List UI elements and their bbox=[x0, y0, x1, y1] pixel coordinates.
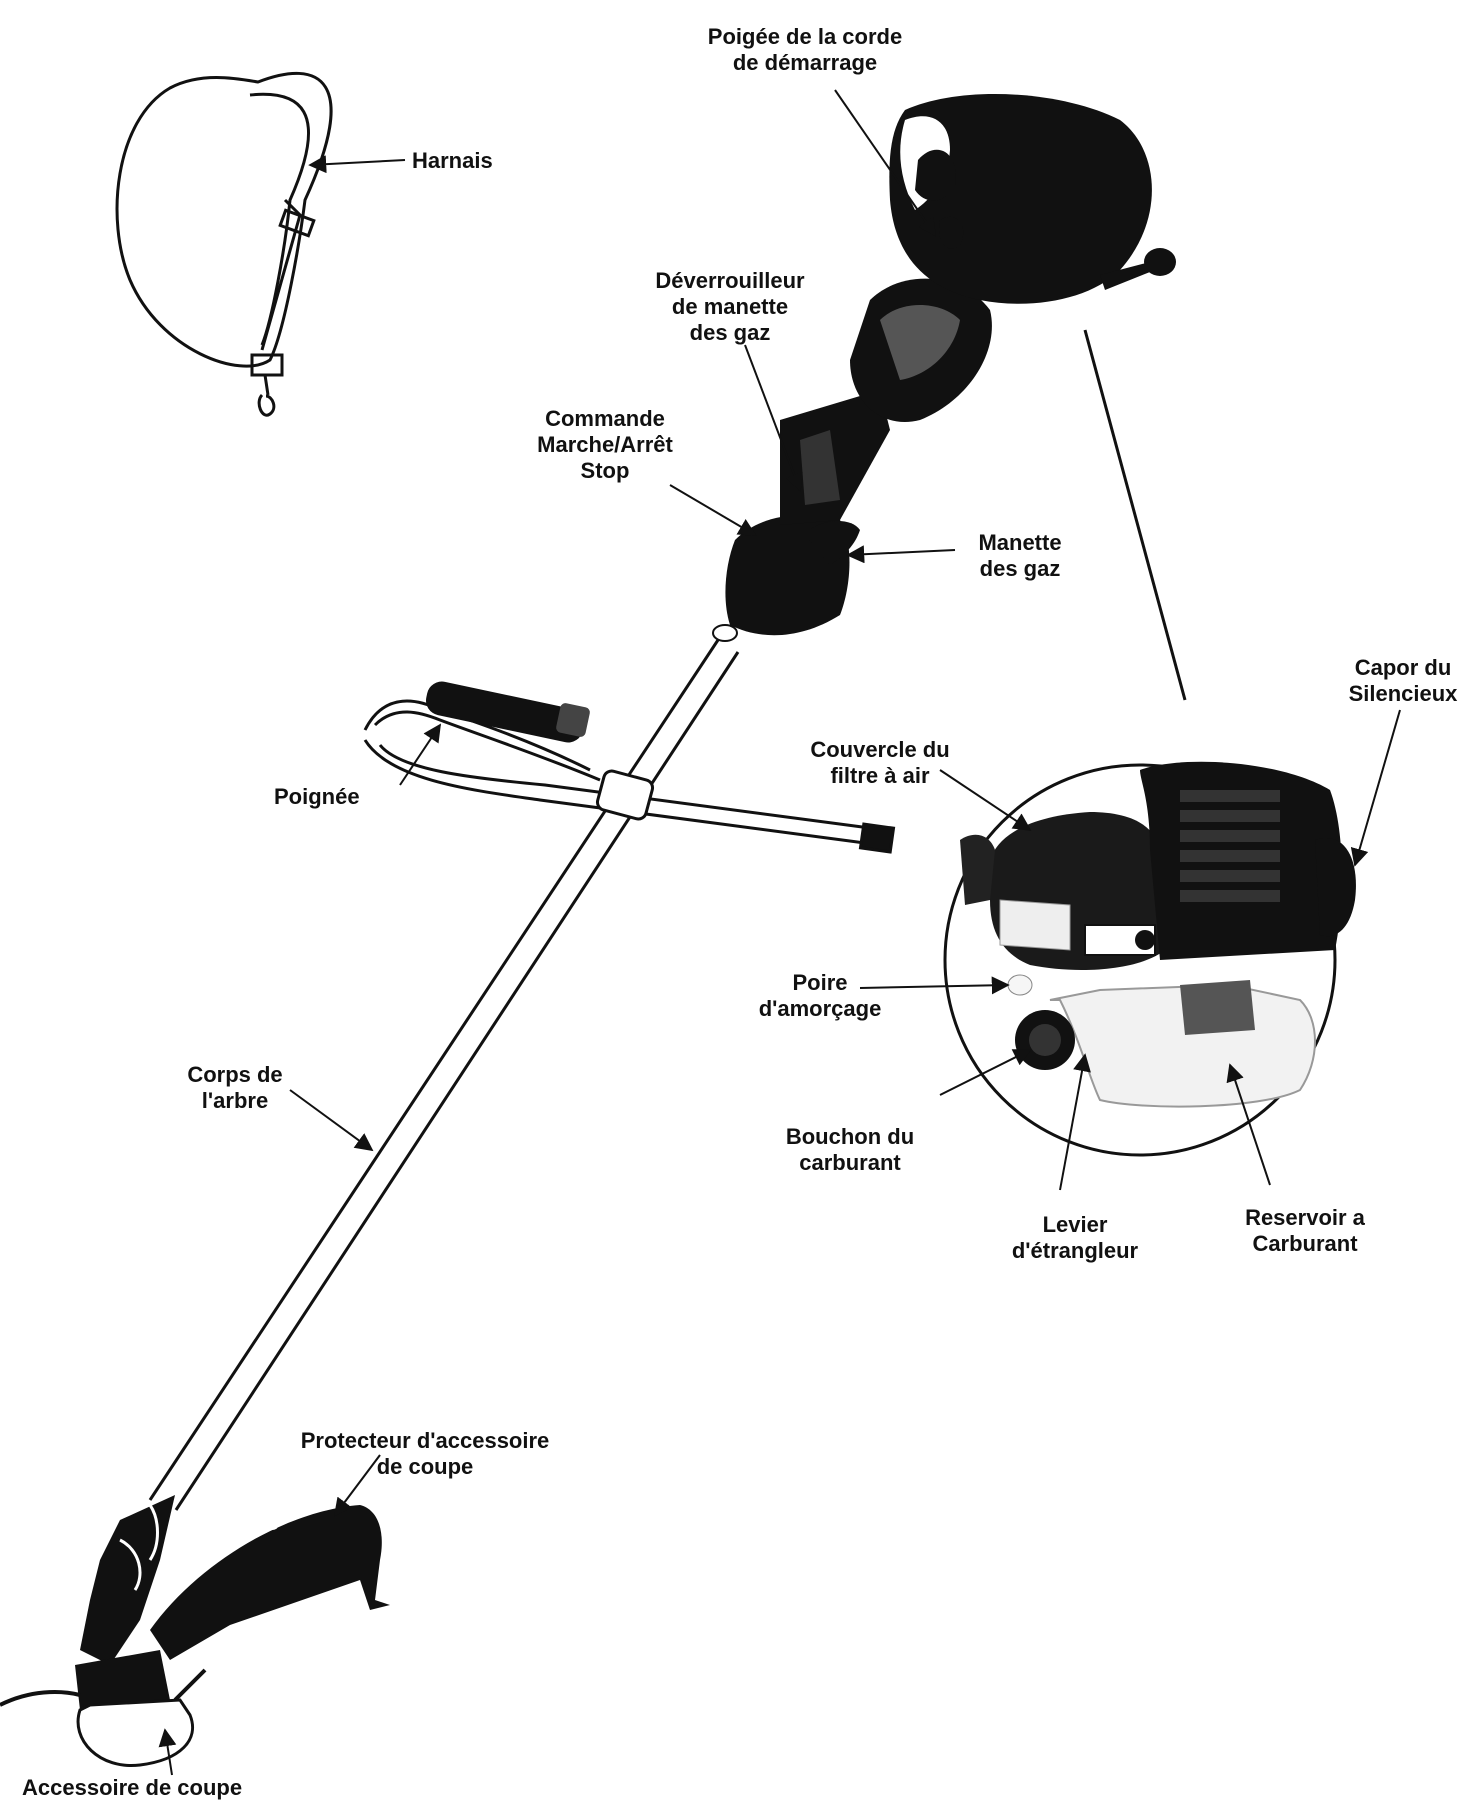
cutting-guard bbox=[150, 1505, 390, 1660]
label-shaft: Corps de l'arbre bbox=[187, 1062, 283, 1113]
harness-strap bbox=[115, 71, 333, 417]
label-cutting-guard: Protecteur d'accessoire de coupe bbox=[300, 1428, 550, 1479]
label-primer-bulb: Poire d'amorçage bbox=[758, 970, 882, 1021]
label-fuel-cap: Bouchon du carburant bbox=[785, 1124, 915, 1175]
label-handle: Poignée bbox=[274, 784, 360, 809]
label-fuel-tank: Reservoir a Carburant bbox=[1245, 1205, 1365, 1256]
label-choke-lever: Levier d'étrangleur bbox=[1011, 1212, 1139, 1263]
label-throttle-lockout: Déverrouilleur de manette des gaz bbox=[655, 268, 805, 345]
label-on-off-control: Commande Marche/Arrêt Stop bbox=[537, 406, 673, 483]
label-harness: Harnais bbox=[412, 148, 493, 173]
label-air-filter-cover: Couvercle du filtre à air bbox=[810, 737, 950, 788]
label-cutting-attachment: Accessoire de coupe bbox=[22, 1775, 243, 1800]
handle-grip-end bbox=[556, 703, 590, 737]
engine-detail-inset bbox=[943, 329, 1356, 1157]
handle-grip bbox=[426, 681, 584, 743]
label-throttle: Manette des gaz bbox=[978, 530, 1062, 581]
cutting-head bbox=[0, 1495, 207, 1768]
leader-arrows bbox=[158, 89, 1401, 1776]
label-starter-handle: Poigée de la corde de démarrage bbox=[707, 24, 903, 75]
label-muffler-cover: Capor du Silencieux bbox=[1348, 655, 1458, 706]
throttle-housing bbox=[712, 278, 992, 642]
engine-top bbox=[889, 93, 1176, 304]
